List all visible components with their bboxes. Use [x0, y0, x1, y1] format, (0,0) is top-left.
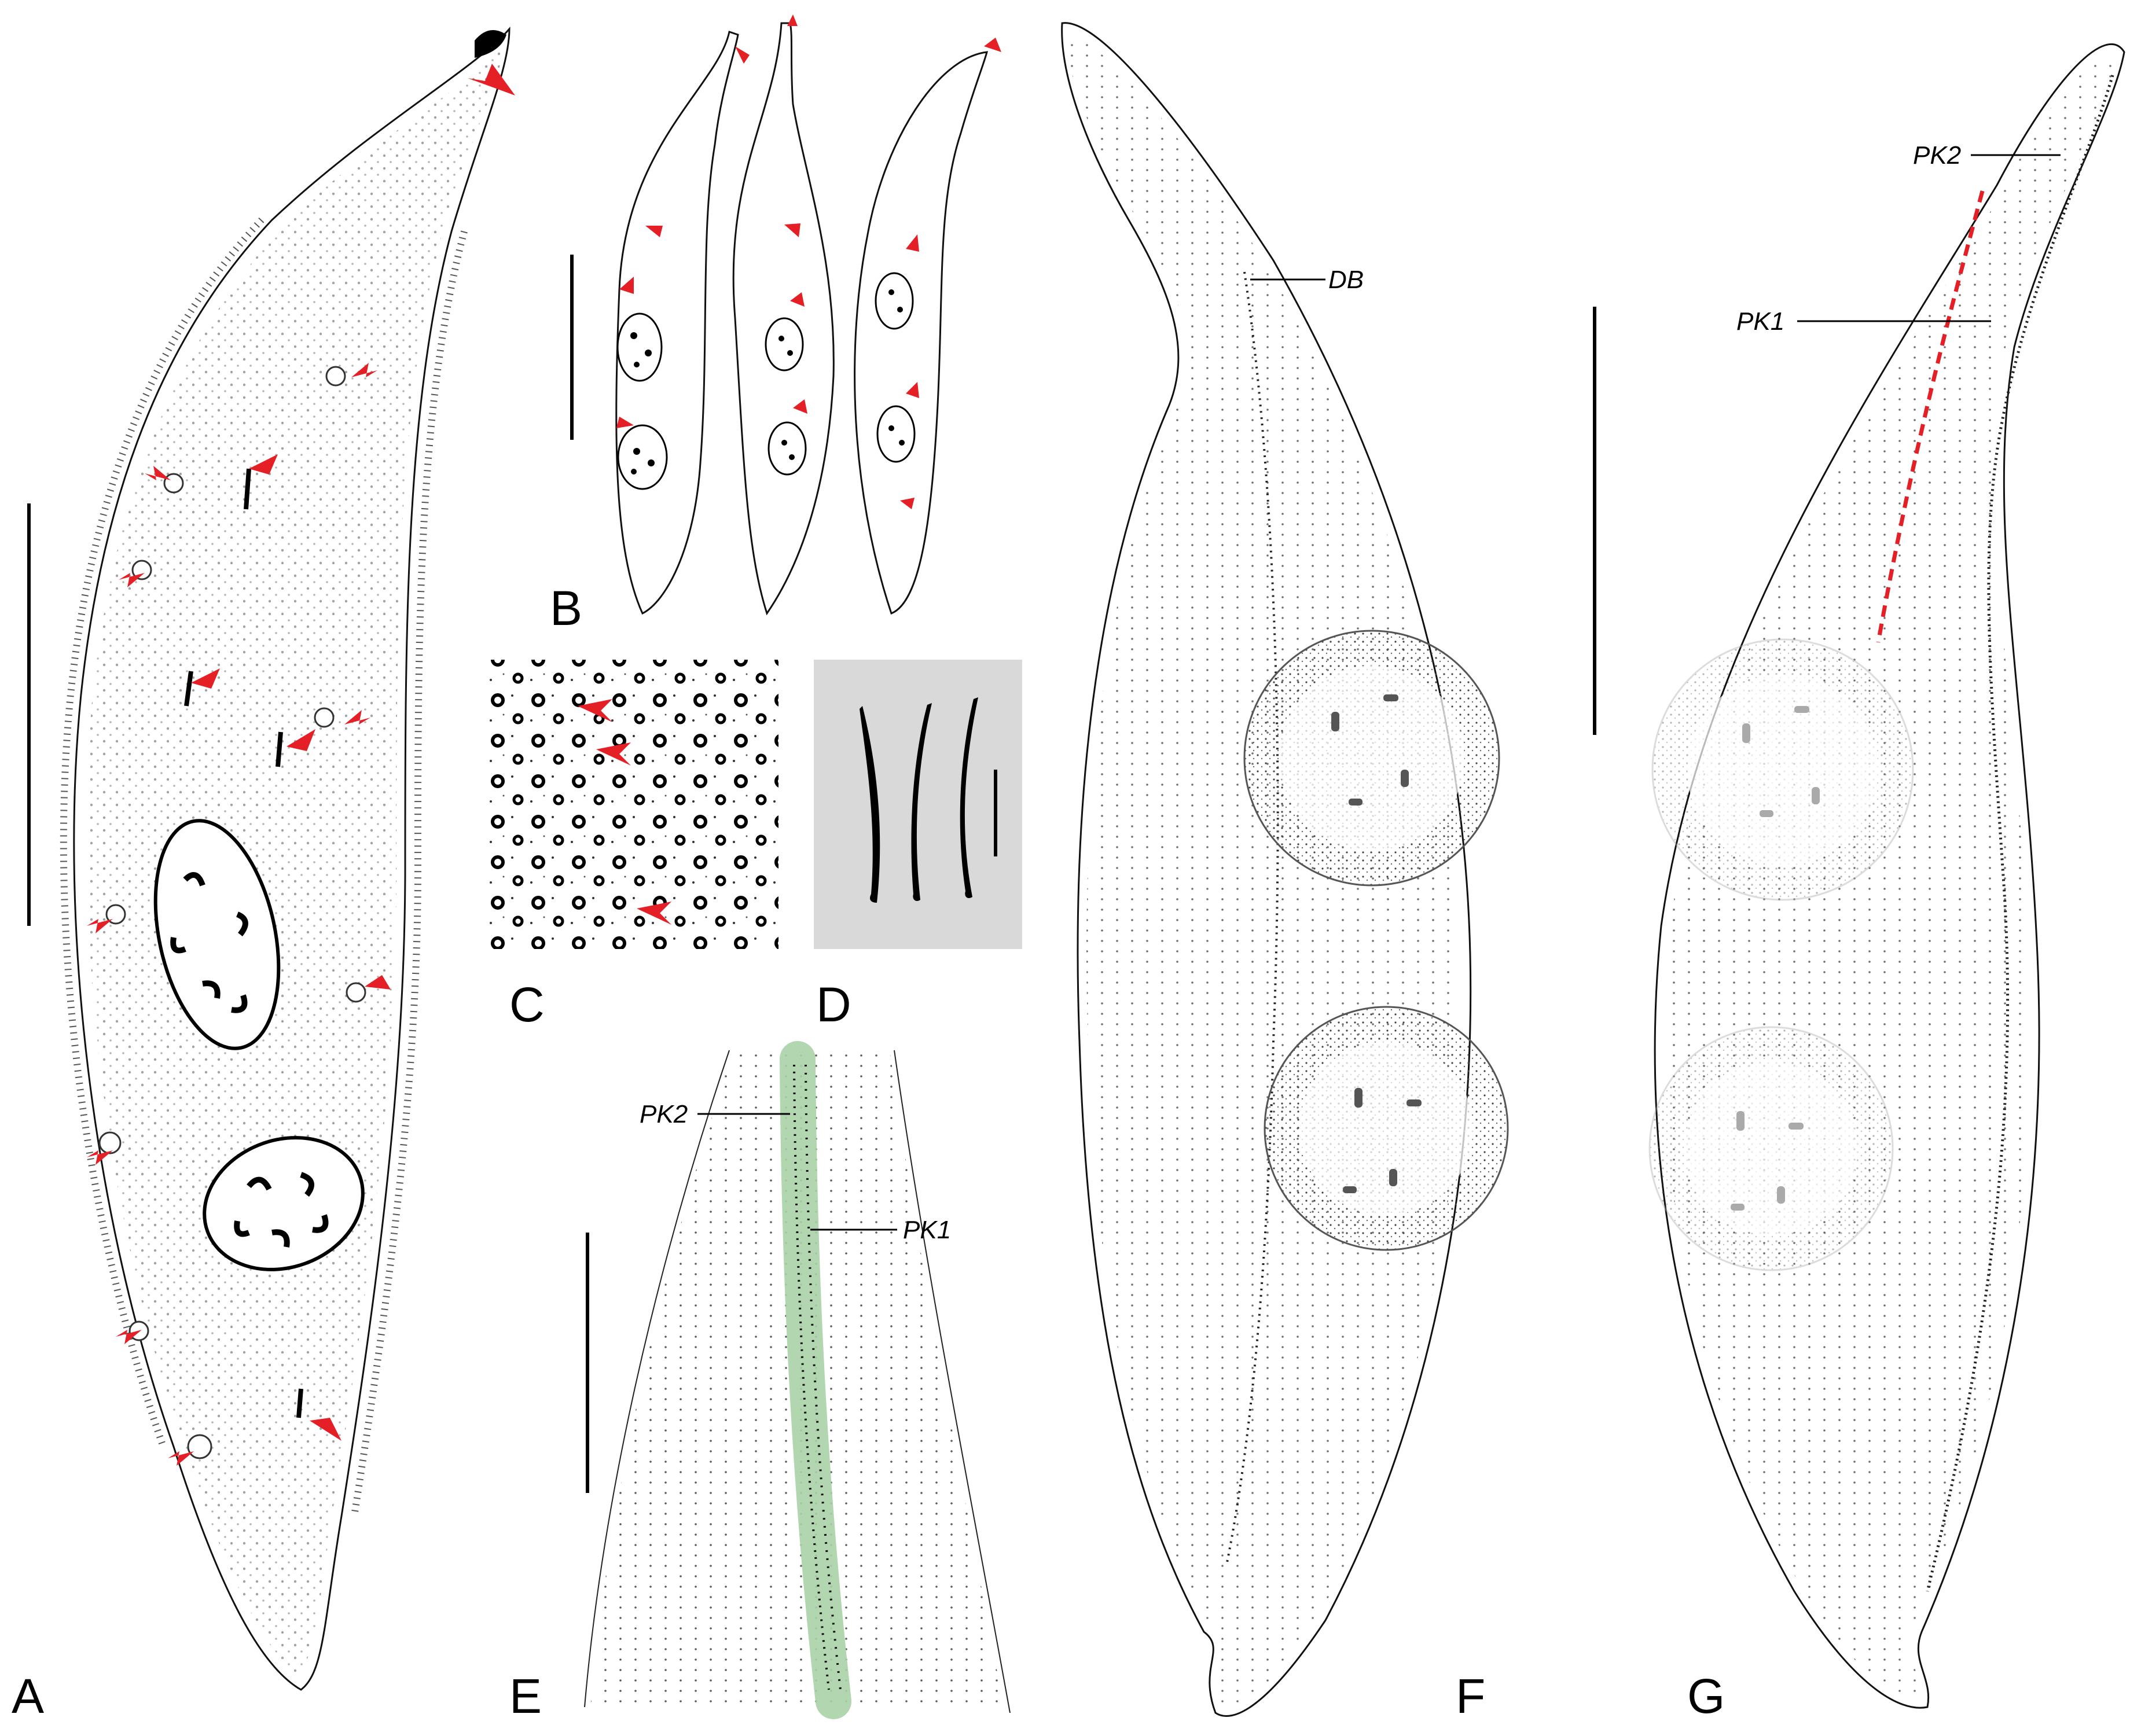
panel-a-cell-drawing — [60, 26, 511, 1691]
panel-a-arrows — [87, 64, 515, 1466]
panel-f-letter: F — [1456, 1669, 1485, 1723]
panel-b-letter: B — [550, 581, 582, 635]
panel-f-db-label: DB — [1328, 266, 1364, 294]
panel-c-arrowheads — [578, 699, 671, 925]
panel-f-cell-drawing — [1061, 22, 1509, 1717]
panel-g-pk2-label: PK2 — [1913, 141, 1961, 170]
panel-g-cell-drawing — [1648, 43, 2125, 1709]
panel-c-micrograph — [483, 660, 778, 949]
panel-e-detail — [584, 1041, 1011, 1719]
panel-c-letter: C — [509, 977, 545, 1032]
panel-g-pk1-label: PK1 — [1736, 307, 1784, 336]
panel-a-letter: A — [12, 1669, 44, 1723]
panel-d-background — [814, 660, 1022, 949]
panel-e-highlight-band — [780, 1041, 851, 1719]
panel-e-letter: E — [509, 1669, 542, 1723]
panel-g-letter: G — [1687, 1669, 1725, 1723]
panel-e-pk1-label: PK1 — [903, 1216, 951, 1244]
panel-d-letter: D — [816, 977, 851, 1032]
panel-d-extrusomes — [860, 697, 978, 903]
panel-b-arrows — [616, 14, 1001, 509]
panel-b-cells — [615, 22, 988, 616]
panel-g-dashed-red-line — [1876, 190, 1985, 643]
panel-e-pk2-label: PK2 — [640, 1100, 688, 1128]
